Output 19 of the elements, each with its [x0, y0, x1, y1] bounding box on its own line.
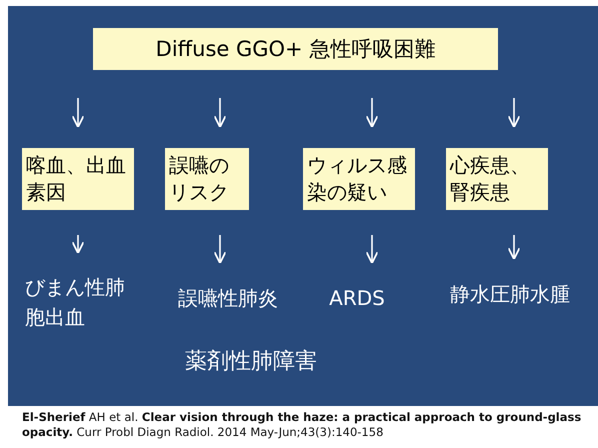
- title-box: Diffuse GGO+ 急性呼吸困難: [93, 28, 498, 70]
- condition-box: 喀血、出血素因: [22, 148, 134, 210]
- arrow: [214, 235, 226, 264]
- arrow: [366, 235, 378, 264]
- label-text: 薬剤性肺障害: [185, 348, 317, 376]
- citation-text: El-Sherief AH et al. Clear vision through the haze: a practical approach to ground-glass opacity. Curr Probl Diagn Radiol. 2014 May-Jun;43(3):140-158: [22, 410, 582, 440]
- arrow: [214, 98, 226, 128]
- condition-box: ウィルス感染の疑い: [303, 148, 415, 210]
- diagnosis-text: 静水圧肺水腫: [440, 278, 580, 310]
- diagnosis-text: びまん性肺胞出血: [25, 272, 125, 332]
- condition-box: 誤嚥のリスク: [165, 148, 249, 210]
- condition-box: 心疾患、腎疾患: [446, 148, 548, 210]
- arrow: [72, 98, 84, 128]
- diagnosis-text: ARDS: [318, 282, 396, 314]
- arrow: [508, 98, 520, 128]
- arrow: [72, 235, 84, 254]
- diagnosis-text: 誤嚥性肺炎: [158, 282, 298, 314]
- arrow: [508, 235, 520, 260]
- arrow: [366, 98, 378, 128]
